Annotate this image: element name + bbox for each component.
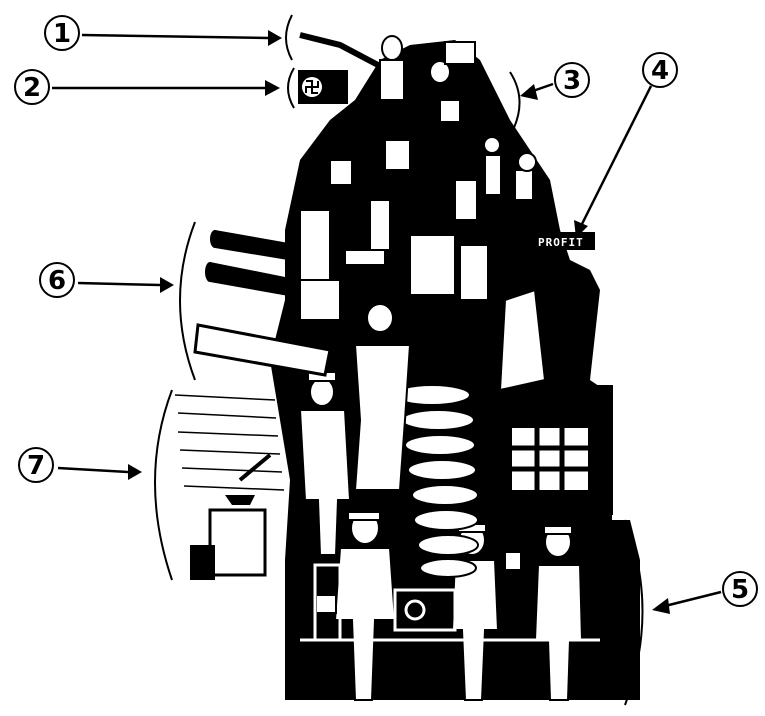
flag [298, 70, 348, 104]
callout-1: 1 [45, 15, 292, 60]
callout-2: 2 [15, 68, 294, 108]
profit-sign-label: PROFIT [538, 236, 584, 249]
callout-3-number: 3 [563, 66, 581, 96]
callout-2-number: 2 [23, 73, 41, 103]
callout-2-bracket [288, 68, 294, 108]
callout-7-bracket [155, 390, 172, 580]
profit-sign: PROFIT [535, 232, 595, 250]
callout-3: 3 [510, 63, 589, 132]
callout-6-bracket [180, 222, 195, 380]
callout-1-bracket [286, 15, 292, 60]
callout-4-number: 4 [651, 56, 669, 86]
callout-1-number: 1 [53, 19, 71, 49]
callout-6: 6 [40, 222, 195, 380]
callout-7: 7 [19, 390, 172, 580]
callout-7-number: 7 [27, 451, 45, 481]
callout-6-number: 6 [48, 266, 66, 296]
factory-window [512, 428, 588, 490]
callout-5-number: 5 [731, 575, 749, 605]
raised-arm [300, 35, 378, 65]
callout-5: 5 [625, 520, 757, 705]
anvil-and-bucket [175, 395, 284, 580]
